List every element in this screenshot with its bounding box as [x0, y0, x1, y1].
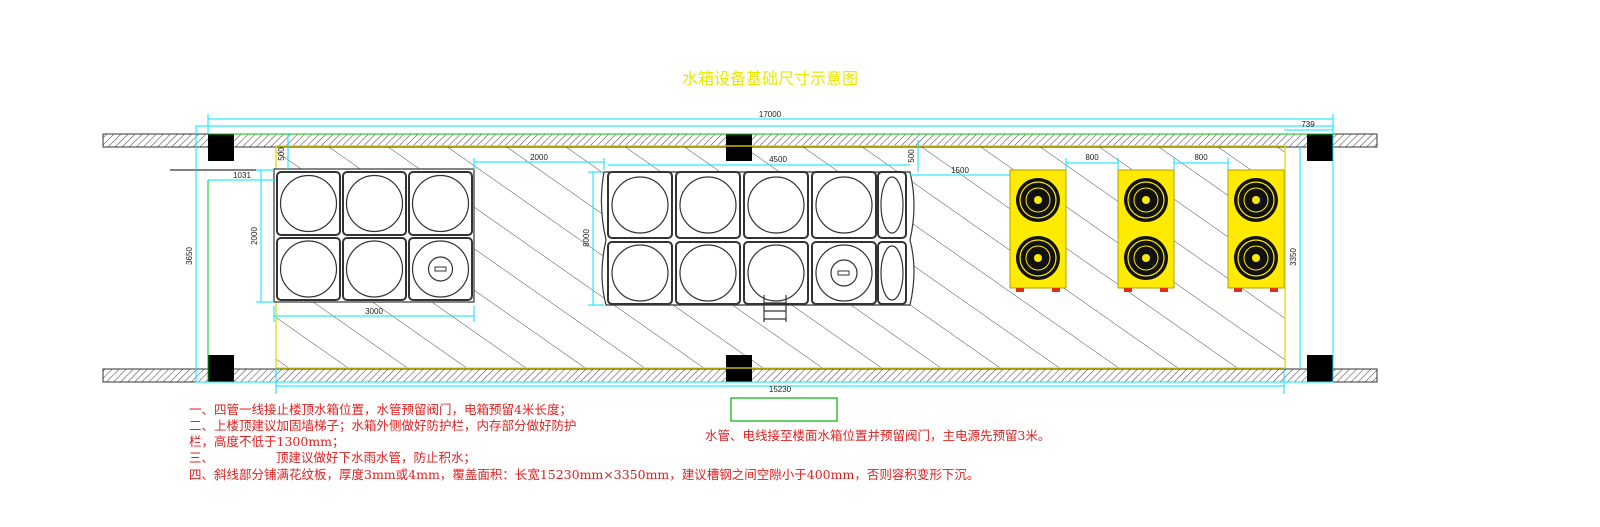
column: [208, 134, 234, 161]
dim-unit-gap-2: 800: [1194, 153, 1208, 162]
dim-unit-gap-1: 800: [1085, 153, 1099, 162]
tank-cell: [675, 241, 741, 305]
fan-icon: [1124, 236, 1168, 280]
tank-cell: [743, 241, 809, 305]
dim-left-tank-width: 3000: [365, 307, 383, 316]
column: [208, 355, 234, 382]
note-line-1: 一、四管一线接止楼顶水箱位置，水管预留阀门，电箱预留4米长度；: [189, 402, 572, 417]
dim-overall-width: 17000: [759, 110, 782, 119]
fan-icon: [1234, 178, 1278, 222]
column: [726, 134, 752, 161]
dimension-lines: [195, 114, 1334, 394]
note-line-2: 二、上楼顶建议加固墙梯子；水箱外侧做好防护栏，内存部分做好防护: [189, 418, 577, 433]
tank-cell: [276, 237, 341, 301]
fan-unit: [1227, 169, 1285, 292]
tank-cell: [342, 237, 407, 301]
tank-cell: [276, 171, 341, 236]
dim-gap-between-tanks: 2000: [530, 153, 548, 162]
dim-left-top-gap: 500: [277, 147, 286, 161]
dim-left-tank-height: 2000: [250, 227, 259, 245]
column: [1307, 355, 1333, 382]
fan-unit-group: [1009, 169, 1285, 292]
tank-cell: [342, 171, 407, 236]
tank-cell: [408, 237, 473, 301]
manhole-icon: [427, 256, 454, 282]
tank-cell: [811, 241, 877, 305]
right-water-tank: [600, 171, 915, 322]
tank-cell: [877, 241, 907, 305]
tank-cell: [811, 171, 877, 239]
tank-cell: [607, 171, 673, 239]
left-water-tank: [273, 168, 475, 303]
dim-right-offset: 739: [1301, 120, 1315, 129]
note-line-4-end: 顶建议做好下水雨水管，防止积水；: [276, 450, 477, 465]
manhole-icon: [830, 259, 858, 287]
dim-to-units: 1500: [951, 166, 969, 175]
dim-right-tank-height: 8000: [582, 229, 591, 247]
drawing-title: 水箱设备基础尺寸示意图: [682, 69, 858, 88]
dim-right-top-gap: 500: [907, 149, 916, 163]
columns: [208, 134, 1333, 382]
fan-unit: [1117, 169, 1175, 292]
tank-cell: [408, 171, 473, 236]
fan-icon: [1124, 178, 1168, 222]
ladder-icon: [763, 295, 787, 322]
fan-unit: [1009, 169, 1067, 292]
fan-icon: [1016, 236, 1060, 280]
note-right: 水管、电线接至楼面水箱位置并预留阀门，主电源先预留3米。: [705, 428, 1051, 443]
dim-left-offset: 1031: [233, 171, 251, 180]
note-line-4-start: 三、: [189, 450, 215, 465]
dim-overall-height-right: 3350: [1289, 248, 1298, 266]
dim-platform-width: 15230: [769, 385, 792, 394]
tank-cell: [675, 171, 741, 239]
fan-icon: [1016, 178, 1060, 222]
dim-right-tank-width: 4500: [769, 155, 787, 164]
column: [1307, 134, 1333, 161]
tank-cell: [607, 241, 673, 305]
tank-cell: [877, 171, 907, 239]
empty-label-box: [730, 397, 838, 422]
dim-overall-height-left: 3650: [185, 247, 194, 265]
tank-cell: [743, 171, 809, 239]
fan-icon: [1234, 236, 1278, 280]
note-line-5: 四、斜线部分铺满花纹板，厚度3mm或4mm，覆盖面积：长宽15230mm×335…: [189, 467, 980, 482]
note-line-3: 栏，高度不低于1300mm；: [189, 434, 345, 449]
note-line-4: 三、 顶建议做好下水雨水管，防止积水；: [189, 450, 476, 466]
